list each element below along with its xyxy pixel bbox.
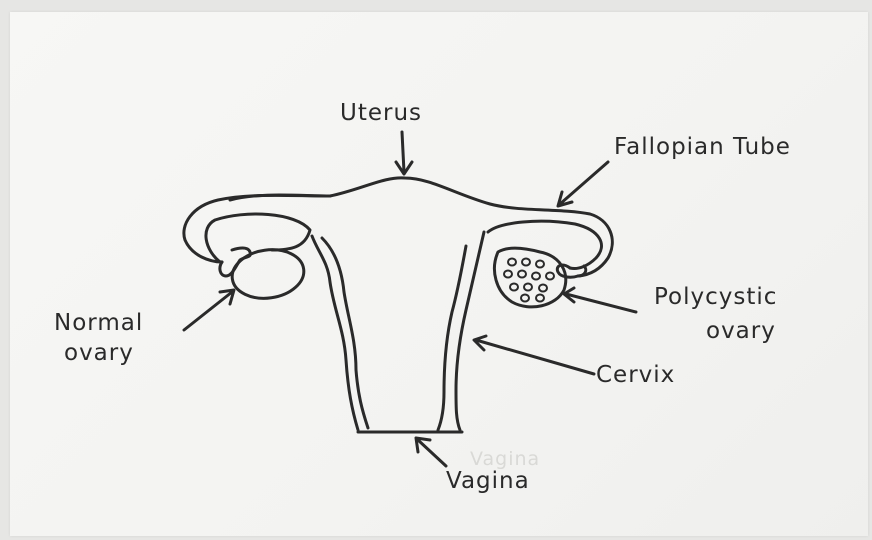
vagina-faint-label: Vagina bbox=[470, 446, 540, 472]
cyst bbox=[546, 273, 554, 280]
cyst bbox=[504, 271, 512, 278]
left-fimbriae bbox=[220, 248, 250, 276]
uterus-outline bbox=[230, 178, 612, 276]
polycystic-ovary-label-line1: Polycystic bbox=[654, 284, 777, 310]
cyst bbox=[536, 295, 544, 302]
right-wall-outer bbox=[456, 232, 484, 430]
cyst bbox=[518, 271, 526, 278]
cervix-label: Cervix bbox=[596, 362, 675, 388]
left-wall-inner bbox=[322, 238, 368, 428]
cyst bbox=[521, 295, 529, 302]
polycystic-ovary-label-line2: ovary bbox=[706, 318, 776, 344]
normal-ovary bbox=[229, 245, 307, 303]
normal-ovary-label-line2: ovary bbox=[64, 340, 134, 366]
cyst bbox=[522, 259, 530, 266]
fallopian-tube-label: Fallopian Tube bbox=[614, 134, 791, 160]
cyst bbox=[536, 261, 544, 268]
cyst bbox=[539, 285, 547, 292]
cyst bbox=[508, 259, 516, 266]
cyst bbox=[532, 273, 540, 280]
uterus-label: Uterus bbox=[340, 100, 422, 126]
uterus-arrow bbox=[396, 132, 412, 174]
cyst bbox=[510, 284, 518, 291]
cervix-arrow bbox=[474, 336, 594, 374]
fallopian-arrow bbox=[558, 162, 608, 206]
ovary-cysts bbox=[504, 259, 554, 302]
cyst bbox=[524, 284, 532, 291]
polycystic-arrow bbox=[564, 288, 636, 312]
normal-ovary-arrow bbox=[184, 290, 234, 330]
normal-ovary-label-line1: Normal bbox=[54, 310, 143, 336]
right-tube-inner bbox=[488, 221, 601, 268]
vagina-arrow bbox=[416, 438, 446, 466]
